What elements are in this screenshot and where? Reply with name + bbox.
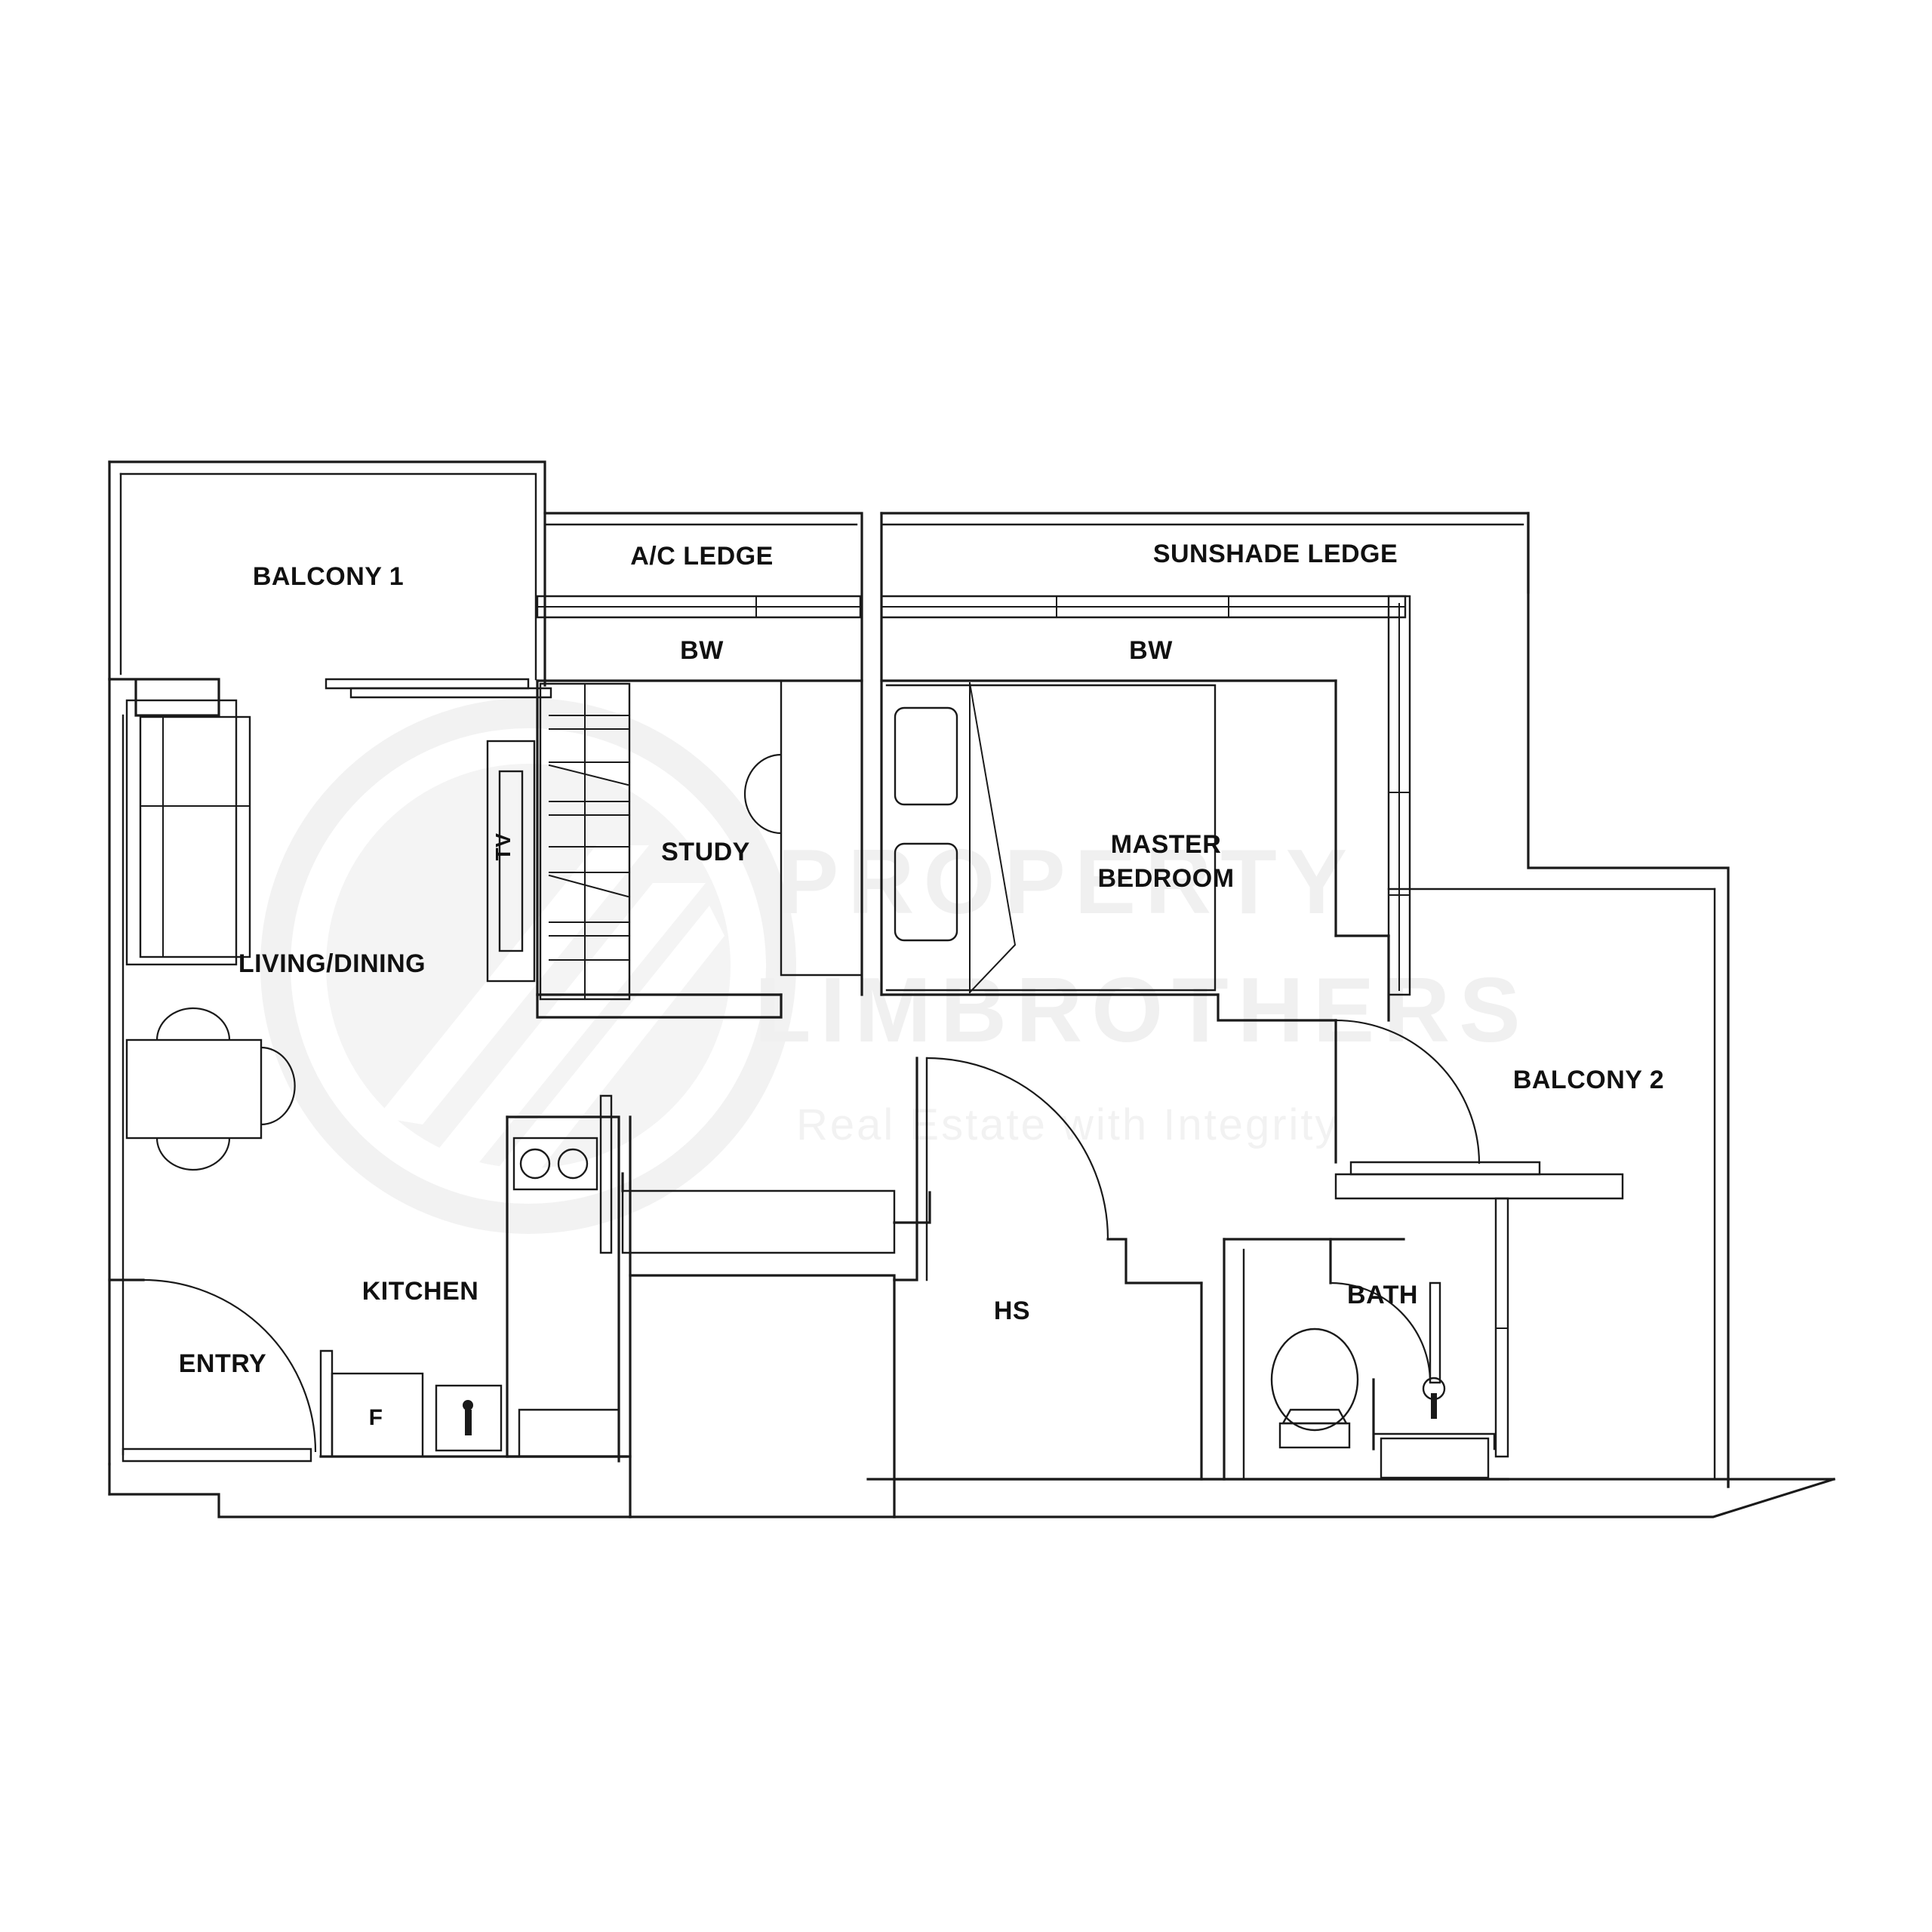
sink-kitchen — [435, 1384, 503, 1452]
sofa-living — [125, 699, 251, 966]
dining-chair-bottom — [155, 1137, 231, 1171]
kitchen-counter-left-wall — [506, 1115, 620, 1463]
label-fridge: F — [369, 1405, 383, 1430]
stove-hob — [512, 1137, 598, 1191]
corridor-notch — [893, 1191, 931, 1224]
balcony2-threshold-upper — [1349, 1161, 1541, 1176]
hs-top-right-step — [1106, 1238, 1203, 1284]
hs-door-swing — [926, 1057, 1109, 1240]
fridge-side-wall — [319, 1349, 334, 1458]
master-bottom-step — [1217, 993, 1337, 1022]
watermark-logo-stripes — [377, 845, 724, 1185]
dining-chair-right — [260, 1046, 296, 1126]
balcony1-outer-wall — [108, 460, 546, 687]
hs-left-wall — [893, 1057, 918, 1281]
balcony1-inner-line — [119, 472, 537, 681]
dining-chair-top — [155, 1007, 231, 1041]
bath-door-swing — [1330, 1281, 1432, 1383]
shower-screen — [1494, 1197, 1509, 1458]
label-entry: ENTRY — [179, 1349, 266, 1378]
label-tv: TV — [491, 833, 515, 861]
label-study: STUDY — [661, 838, 750, 866]
balcony1-step — [108, 678, 220, 717]
master-right-window-band — [1387, 595, 1411, 996]
bed-master — [885, 681, 1217, 994]
wash-basin-vanity — [1372, 1377, 1496, 1479]
balcony2-threshold-lower — [1334, 1173, 1624, 1200]
hs-envelope — [893, 1278, 1203, 1481]
study-chair — [743, 753, 782, 835]
kitchen-partition — [599, 1094, 613, 1254]
watermark-group: PROPERTY LIMBROTHERS Real Estate with In… — [260, 698, 1530, 1234]
entry-bottom-outer-wall — [108, 1493, 632, 1518]
kitchen-counter-run — [621, 1189, 896, 1254]
study-desk-block — [780, 679, 863, 977]
label-kitchen: KITCHEN — [362, 1277, 479, 1306]
label-balcony-2: BALCONY 2 — [1513, 1066, 1664, 1094]
label-balcony-1: BALCONY 1 — [253, 562, 404, 591]
sliding-door-living-2 — [349, 687, 552, 699]
ac-ledge-window-band — [536, 595, 862, 619]
label-master-bedroom: MASTER — [1111, 830, 1222, 859]
entry-door-swing — [143, 1278, 317, 1453]
study-bottom-step — [536, 993, 783, 1019]
kitchen-lower-counter — [518, 1408, 620, 1458]
room-labels: BALCONY 1 A/C LEDGE SUNSHADE LEDGE BW BW… — [179, 540, 1664, 1430]
toilet-wc — [1270, 1327, 1359, 1449]
label-bw-left: BW — [680, 636, 724, 665]
sunshade-window-band — [880, 595, 1407, 619]
label-bw-right: BW — [1129, 636, 1173, 665]
label-ac-ledge: A/C LEDGE — [630, 542, 774, 571]
tv-console — [486, 740, 536, 983]
balcony2-door-swing — [1335, 1019, 1481, 1164]
watermark-line2: LIMBROTHERS — [755, 958, 1530, 1061]
bath-door-panel — [1429, 1281, 1441, 1384]
bottom-outer-wall-lower-angled — [893, 1477, 1836, 1518]
balcony2-outer-wall — [1527, 512, 1730, 1488]
label-hs: HS — [994, 1297, 1030, 1325]
structure-walls — [108, 460, 1836, 1518]
label-master-bedroom-2: BEDROOM — [1097, 864, 1234, 893]
label-living-dining: LIVING/DINING — [238, 949, 426, 978]
ac-ledge-outline — [543, 512, 863, 996]
inner-partition-left — [629, 1115, 896, 1281]
sliding-door-living-1 — [325, 678, 530, 690]
wardrobe-study — [539, 682, 631, 1001]
label-bath: BATH — [1347, 1281, 1418, 1309]
entry-door-panel — [122, 1447, 312, 1463]
dining-set — [125, 1007, 296, 1171]
watermark-line1: PROPERTY — [777, 830, 1356, 933]
label-sunshade-ledge: SUNSHADE LEDGE — [1153, 540, 1398, 568]
